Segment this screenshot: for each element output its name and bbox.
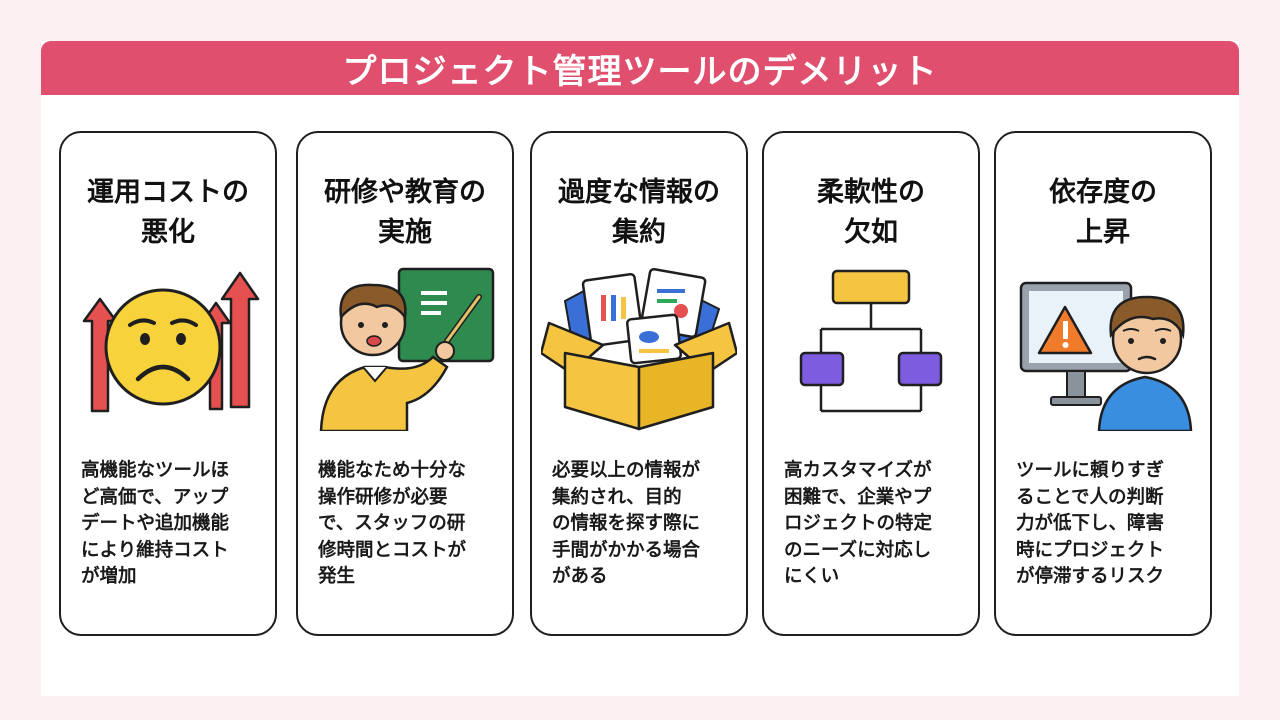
worried-face-rising-arrows-icon xyxy=(82,271,260,413)
card-title: 依存度の 上昇 xyxy=(1049,177,1157,248)
card-body: ツールに頼りすぎ ることで人の判断 力が低下し、障害 時にプロジェクト が停滞す… xyxy=(1016,460,1165,587)
title-banner: プロジェクト管理ツールのデメリット xyxy=(41,41,1239,95)
card-body: 必要以上の情報が 集約され、目的 の情報を探す際に 手間がかかる場合 がある xyxy=(552,460,701,587)
overflowing-box-icon xyxy=(541,267,737,431)
card-title: 研修や教育の 実施 xyxy=(324,177,486,248)
card-information-overload: 過度な情報の 集約 必要以上の情報が 集約され、目的 の情報を探す際に 手間がか… xyxy=(530,131,748,636)
card-operating-cost: 運用コストの 悪化 高機能なツールほ ど高価で、アップ デートや追加機能 により… xyxy=(59,131,277,636)
card-body: 機能なため十分な 操作研修が必要 で、スタッフの研 修時間とコストが 発生 xyxy=(318,460,467,587)
card-training: 研修や教育の 実施 機能なため十分な 操作研修が必要 で、スタッフの研 修時間と… xyxy=(296,131,514,636)
card-title: 運用コストの 悪化 xyxy=(87,177,249,248)
teacher-whiteboard-icon xyxy=(319,267,495,431)
card-title: 過度な情報の 集約 xyxy=(558,177,720,248)
rigid-flowchart-icon xyxy=(799,269,943,413)
warning-monitor-person-icon xyxy=(1019,281,1193,431)
card-lack-of-flexibility: 柔軟性の 欠如 高カスタマイズが 困難で、企業やプ ロジェクトの特定 のニーズに… xyxy=(762,131,980,636)
card-dependency: 依存度の 上昇 ツールに頼りすぎ ることで人の判断 力が低下し、障害 時にプロジ… xyxy=(994,131,1212,636)
card-body: 高機能なツールほ ど高価で、アップ デートや追加機能 により維持コスト が増加 xyxy=(81,460,230,587)
page-title: プロジェクト管理ツールのデメリット xyxy=(342,51,938,92)
card-body: 高カスタマイズが 困難で、企業やプ ロジェクトの特定 のニーズに対応し にくい xyxy=(784,460,933,587)
card-title: 柔軟性の 欠如 xyxy=(817,177,925,248)
